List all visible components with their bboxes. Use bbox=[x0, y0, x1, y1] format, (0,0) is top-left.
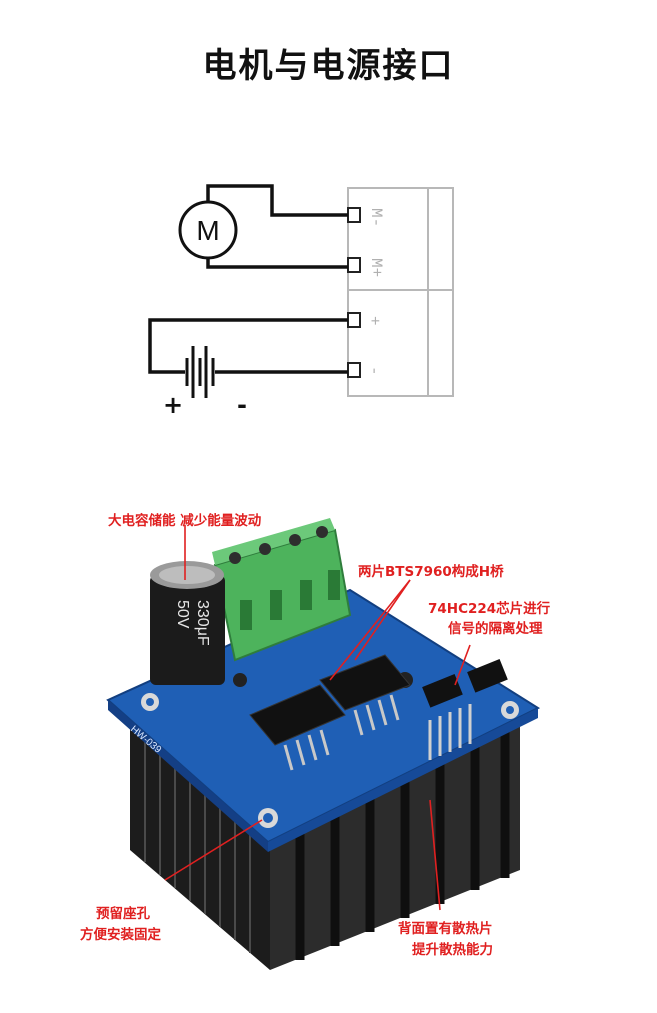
terminal-pins bbox=[347, 207, 361, 378]
capacitor-rating: 330μF bbox=[194, 600, 211, 646]
wiring-diagram: M- M+ + - M + - bbox=[148, 184, 454, 419]
electrolytic-capacitor: 330μF 50V bbox=[150, 561, 225, 685]
header-pins bbox=[428, 704, 472, 760]
annotation-lines bbox=[164, 525, 471, 911]
heatsink bbox=[130, 700, 520, 970]
annotation-isolation-line2: 信号的隔离处理 bbox=[448, 621, 543, 637]
annotation-capacitor: 大电容储能 减少能量波动 bbox=[108, 513, 262, 529]
terminal-label-plus: + bbox=[365, 316, 383, 326]
screw-terminal-block bbox=[212, 518, 352, 662]
battery-icon bbox=[185, 346, 215, 398]
annotation-heatsink-line2: 提升散热能力 bbox=[412, 942, 493, 958]
page-title: 电机与电源接口 bbox=[202, 46, 455, 86]
annotation-mount-line1: 预留座孔 bbox=[96, 906, 150, 922]
capacitor-voltage: 50V bbox=[174, 600, 191, 629]
motor-icon: M bbox=[178, 200, 238, 260]
annotation-mount-line2: 方便安装固定 bbox=[80, 927, 161, 943]
terminal-label-m-plus: M+ bbox=[367, 258, 385, 277]
power-wires bbox=[148, 318, 348, 374]
terminal-label-m-minus: M- bbox=[367, 208, 385, 227]
logic-chips bbox=[422, 659, 508, 708]
motor-symbol: M bbox=[196, 215, 219, 246]
product-photo: HW-039 330μF 50V bbox=[106, 518, 541, 970]
battery-minus-label: - bbox=[237, 391, 247, 419]
annotation-heatsink-line1: 背面置有散热片 bbox=[398, 921, 493, 937]
annotation-h-bridge: 两片BTS7960构成H桥 bbox=[358, 564, 504, 580]
terminal-block-diagram bbox=[347, 187, 454, 397]
bts7960-chips bbox=[249, 654, 411, 771]
battery-plus-label: + bbox=[163, 391, 183, 419]
annotation-isolation-line1: 74HC224芯片进行 bbox=[428, 601, 551, 617]
terminal-label-minus: - bbox=[365, 366, 383, 376]
